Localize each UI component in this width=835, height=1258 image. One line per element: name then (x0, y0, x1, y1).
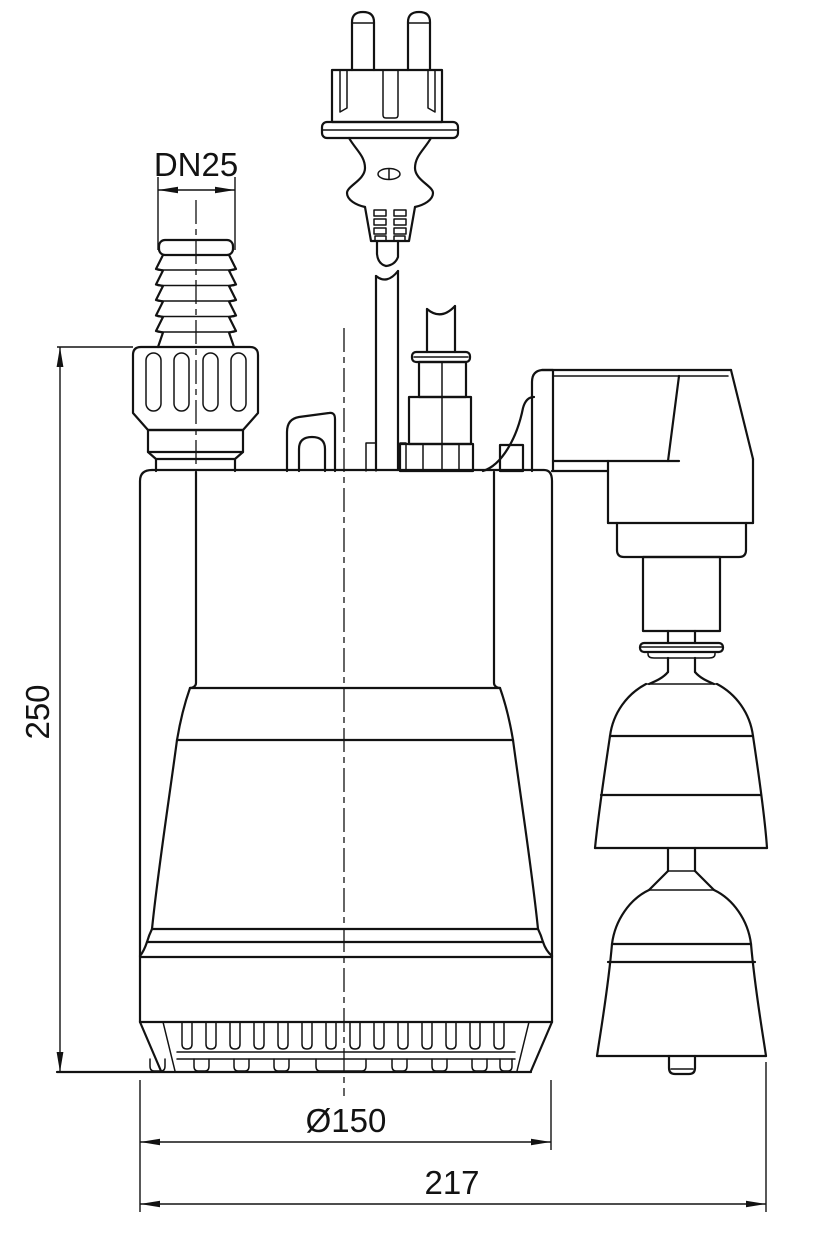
float-switch-bracket (540, 368, 755, 674)
lid-fittings (481, 368, 555, 473)
cable-clamp (365, 442, 407, 472)
float-switch-cable (425, 304, 457, 354)
dimension-diameter-150: Ø150 (140, 1080, 552, 1150)
pump-strainer-base (55, 1020, 554, 1074)
carry-handle (285, 411, 337, 473)
hose-connector-dn25 (154, 238, 238, 349)
plug-strain-relief (363, 205, 417, 243)
plug-head (330, 68, 444, 124)
pump-body (138, 468, 554, 1024)
power-plug (320, 10, 460, 243)
power-cable (374, 239, 400, 472)
plug-pin-left (350, 10, 376, 72)
dimension-label-height: 250 (19, 684, 56, 739)
float-switch-lower-float (595, 846, 768, 1076)
cable-gland (398, 350, 475, 473)
dimension-label-width: 217 (424, 1164, 479, 1201)
plug-pin-right (406, 10, 432, 72)
dimension-label-diameter: Ø150 (306, 1102, 387, 1139)
float-switch-upper-float (593, 670, 769, 850)
dimension-height-250: 250 (19, 346, 133, 1072)
plug-grip (345, 136, 367, 209)
dimension-label-dn25: DN25 (154, 146, 238, 183)
dimension-dn25: DN25 (154, 146, 238, 250)
dimension-width-217: 217 (139, 1062, 767, 1212)
union-nut (131, 345, 260, 473)
